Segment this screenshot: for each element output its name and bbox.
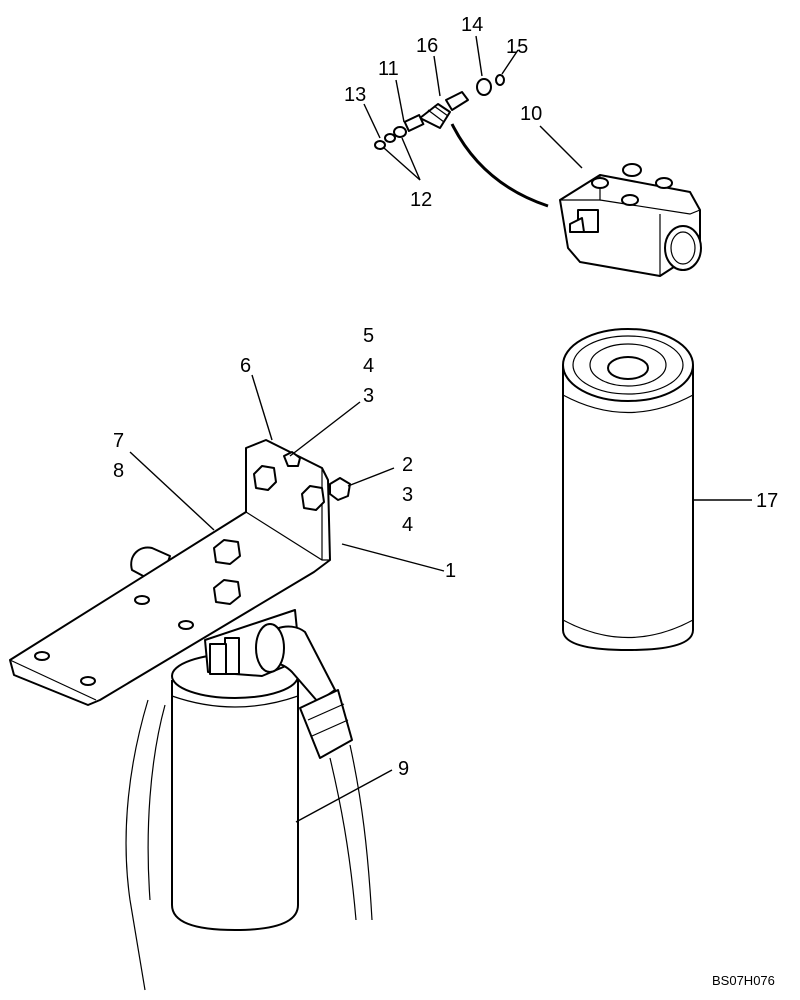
callout-6: 6 bbox=[240, 355, 251, 377]
callout-1: 1 bbox=[445, 560, 456, 582]
callout-14: 14 bbox=[461, 14, 483, 36]
washers-parts-11-12-13 bbox=[374, 126, 407, 150]
bracket-bolts bbox=[213, 451, 351, 605]
callout-16: 16 bbox=[416, 35, 438, 57]
hose-elbow bbox=[255, 623, 353, 759]
callout-2: 2 bbox=[402, 454, 413, 476]
sensor-switch-part-16 bbox=[403, 91, 469, 132]
callout-3-right: 3 bbox=[402, 484, 413, 506]
callout-8: 8 bbox=[113, 460, 124, 482]
hydraulic-hose bbox=[329, 757, 357, 921]
o-rings-parts-14-15 bbox=[476, 74, 505, 96]
callout-10: 10 bbox=[520, 103, 542, 125]
leader-lines bbox=[129, 35, 752, 823]
callout-5: 5 bbox=[363, 325, 374, 347]
callout-15: 15 bbox=[506, 36, 528, 58]
callout-11: 11 bbox=[378, 58, 399, 80]
callout-4-top: 4 bbox=[363, 355, 374, 377]
callout-3-top: 3 bbox=[363, 385, 374, 407]
mounting-bracket-part-1 bbox=[9, 439, 331, 706]
callout-9: 9 bbox=[398, 758, 409, 780]
drawing-code: BS07H076 bbox=[712, 973, 775, 988]
filter-head-part-10 bbox=[559, 163, 702, 277]
filter-element-part-17 bbox=[562, 328, 694, 651]
callout-7: 7 bbox=[113, 430, 124, 452]
callout-12: 12 bbox=[410, 189, 432, 211]
callout-4-right: 4 bbox=[402, 514, 413, 536]
callout-13: 13 bbox=[344, 84, 366, 106]
sensor-wire bbox=[450, 123, 549, 208]
callout-17: 17 bbox=[756, 490, 778, 512]
filter-canister-part-9 bbox=[171, 653, 299, 931]
